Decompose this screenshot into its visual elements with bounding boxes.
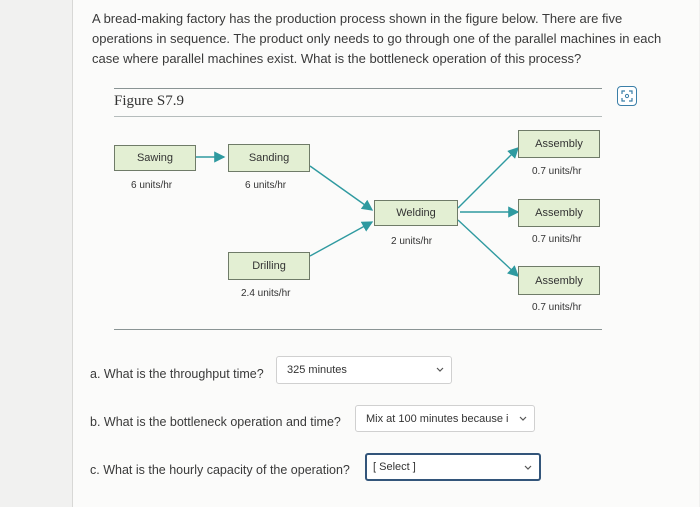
chevron-down-icon — [519, 416, 527, 421]
chevron-down-icon — [524, 465, 532, 470]
operation-assembly-1: Assembly — [518, 130, 600, 158]
question-a-prompt: a. What is the throughput time? — [90, 367, 264, 381]
operation-assembly-2-rate: 0.7 units/hr — [532, 234, 582, 245]
operation-assembly-3-label: Assembly — [535, 274, 583, 287]
question-c-selected-value: [ Select ] — [373, 461, 416, 473]
expand-image-button[interactable] — [617, 86, 637, 106]
figure-title: Figure S7.9 — [114, 93, 185, 109]
question-b-prompt: b. What is the bottleneck operation and … — [90, 415, 341, 429]
operation-sawing: Sawing — [114, 145, 196, 171]
arrow-welding-assembly1 — [457, 147, 519, 209]
operation-drilling-rate: 2.4 units/hr — [241, 288, 291, 299]
chevron-down-icon — [436, 367, 444, 372]
operation-sanding-rate: 6 units/hr — [245, 180, 287, 191]
question-a-dropdown[interactable]: 325 minutes — [276, 356, 452, 384]
figure-top-divider — [114, 88, 602, 89]
arrow-sanding-welding — [309, 165, 374, 211]
arrow-drilling-welding — [309, 221, 374, 257]
arrow-welding-assembly3 — [457, 219, 520, 277]
question-a-selected-value: 325 minutes — [287, 364, 347, 376]
operation-assembly-2-label: Assembly — [535, 207, 583, 219]
question-text: A bread-making factory has the productio… — [92, 11, 662, 66]
question-b-selected-value: Mix at 100 minutes because i — [366, 413, 509, 425]
expand-icon — [621, 90, 633, 102]
operation-welding-label: Welding — [396, 207, 436, 219]
question-b-dropdown[interactable]: Mix at 100 minutes because i — [355, 405, 535, 432]
operation-welding: Welding — [374, 200, 458, 226]
operation-assembly-2: Assembly — [518, 199, 600, 227]
operation-welding-rate: 2 units/hr — [391, 236, 433, 247]
question-c-dropdown[interactable]: [ Select ] — [365, 453, 541, 481]
operation-assembly-3-rate: 0.7 units/hr — [532, 302, 582, 313]
operation-sawing-label: Sawing — [136, 152, 174, 164]
figure-title-divider — [114, 116, 602, 117]
figure-bottom-divider — [114, 329, 602, 330]
question-c-prompt: c. What is the hourly capacity of the op… — [90, 463, 350, 477]
operation-drilling: Drilling — [228, 252, 310, 280]
operation-sanding: Sanding — [228, 144, 310, 172]
operation-sanding-label: Sanding — [248, 152, 290, 164]
operation-assembly-1-label: Assembly — [535, 138, 583, 150]
operation-assembly-3: Assembly — [518, 266, 600, 295]
operation-drilling-label: Drilling — [252, 260, 286, 272]
operation-sawing-rate: 6 units/hr — [131, 180, 173, 191]
operation-assembly-1-rate: 0.7 units/hr — [532, 166, 582, 177]
